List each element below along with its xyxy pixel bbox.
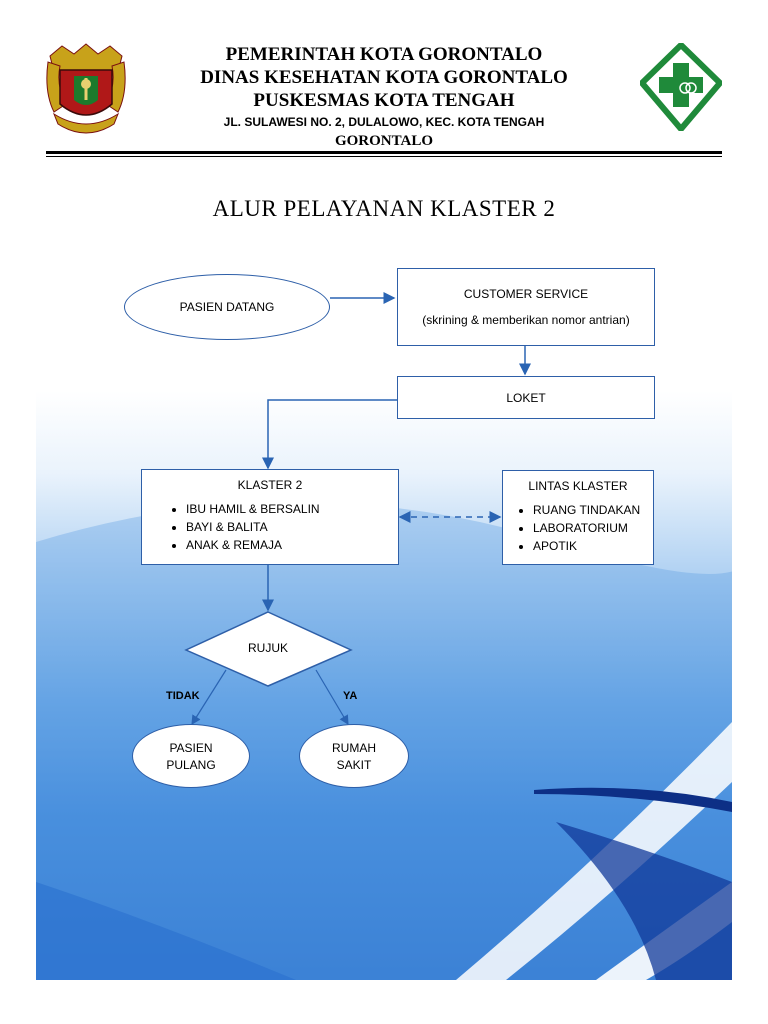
edge-label-tidak: TIDAK <box>166 690 200 702</box>
rujuk-diamond <box>184 611 353 687</box>
header-line-1: PEMERINTAH KOTA GORONTALO <box>225 44 543 65</box>
node-loket: LOKET <box>397 376 655 419</box>
list-item: APOTIK <box>533 537 653 555</box>
klaster-2-title: KLASTER 2 <box>237 478 303 492</box>
header-rule-thick <box>46 151 722 154</box>
klaster-2-list: IBU HAMIL & BERSALIN BAYI & BALITA ANAK … <box>142 500 398 554</box>
header-line-3: PUSKESMAS KOTA TENGAH <box>253 90 515 111</box>
node-klaster-2: KLASTER 2 IBU HAMIL & BERSALIN BAYI & BA… <box>141 469 399 565</box>
list-item: BAYI & BALITA <box>186 518 398 536</box>
letterhead: PEMERINTAH KOTA GORONTALO DINAS KESEHATA… <box>0 0 768 160</box>
rujuk-label: RUJUK <box>247 641 288 655</box>
puskesmas-cross-logo-icon <box>640 43 722 131</box>
list-item: RUANG TINDAKAN <box>533 501 653 519</box>
list-item: LABORATORIUM <box>533 519 653 537</box>
flow-arrows <box>184 292 531 726</box>
node-customer-service: CUSTOMER SERVICE (skrining & memberikan … <box>397 268 655 346</box>
lintas-klaster-list: RUANG TINDAKAN LABORATORIUM APOTIK <box>503 501 653 555</box>
node-pasien-pulang: PASIEN PULANG <box>132 724 250 788</box>
header-line-2: DINAS KESEHATAN KOTA GORONTALO <box>200 67 568 88</box>
flowchart-canvas: ALUR PELAYANAN KLASTER 2 PASIEN DATANG C… <box>36 162 732 980</box>
node-rumah-sakit: RUMAH SAKIT <box>299 724 409 788</box>
list-item: ANAK & REMAJA <box>186 536 398 554</box>
header-rule-thin <box>46 156 722 157</box>
list-item: IBU HAMIL & BERSALIN <box>186 500 398 518</box>
node-pasien-datang: PASIEN DATANG <box>124 274 330 340</box>
kota-gorontalo-crest-icon <box>46 43 126 134</box>
customer-service-subtitle: (skrining & memberikan nomor antrian) <box>422 313 630 327</box>
header-address: JL. SULAWESI NO. 2, DULALOWO, KEC. KOTA … <box>223 115 545 129</box>
customer-service-title: CUSTOMER SERVICE <box>463 287 589 301</box>
loket-label: LOKET <box>506 390 546 405</box>
node-lintas-klaster: LINTAS KLASTER RUANG TINDAKAN LABORATORI… <box>502 470 654 565</box>
lintas-klaster-title: LINTAS KLASTER <box>528 479 628 493</box>
rumah-sakit-line-1: RUMAH <box>332 740 376 755</box>
pasien-datang-label: PASIEN DATANG <box>179 300 275 314</box>
pasien-pulang-line-2: PULANG <box>166 757 216 772</box>
rumah-sakit-line-2: SAKIT <box>336 757 372 772</box>
header-city: GORONTALO <box>334 133 434 149</box>
edge-label-ya: YA <box>343 690 358 702</box>
pasien-pulang-line-1: PASIEN <box>169 740 213 755</box>
page-title: ALUR PELAYANAN KLASTER 2 <box>212 196 556 221</box>
